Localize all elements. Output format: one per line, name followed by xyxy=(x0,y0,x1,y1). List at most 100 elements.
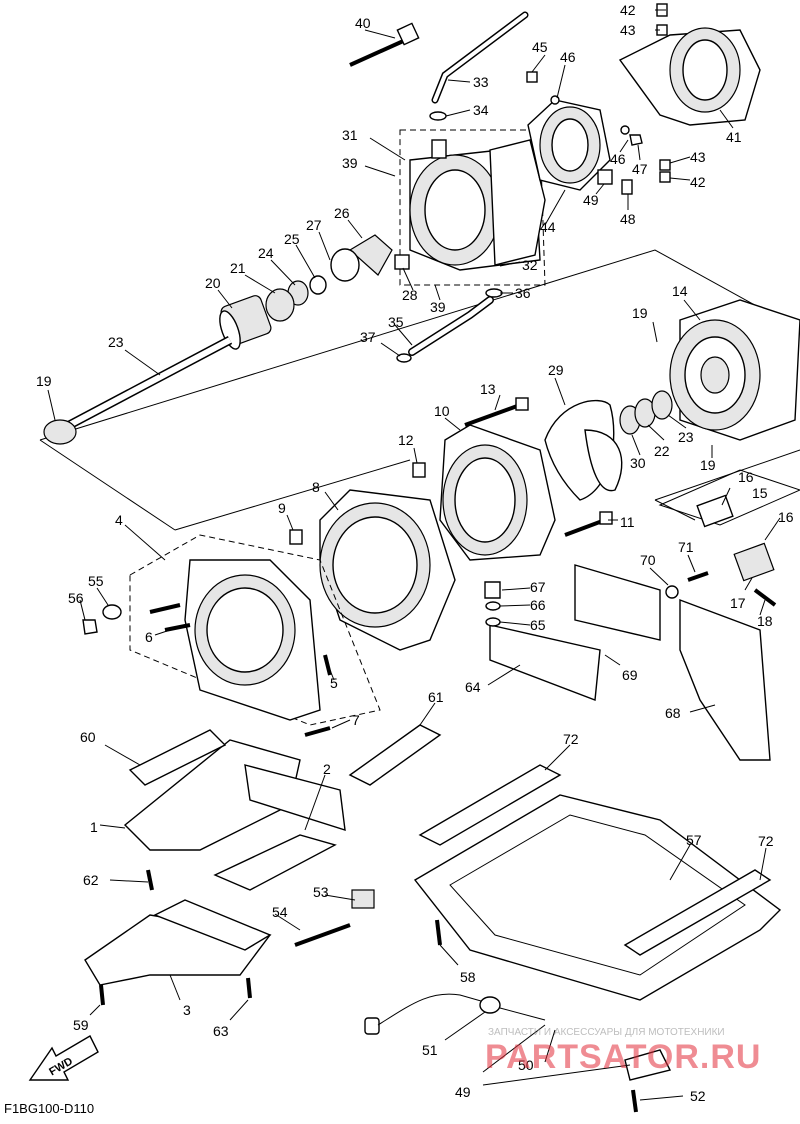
fwd-arrow-icon: FWD xyxy=(28,1035,99,1081)
callout-42: 42 xyxy=(620,2,636,18)
callout-46b: 46 xyxy=(610,151,626,167)
pump-housing-14 xyxy=(669,299,800,441)
callout-11: 11 xyxy=(620,514,635,530)
watermark-brand: PARTSATOR.RU xyxy=(485,1038,761,1076)
callout-43b: 43 xyxy=(690,149,706,165)
callout-33: 31 xyxy=(342,127,358,143)
callout-58: 57 xyxy=(686,832,702,848)
callout-7: 7 xyxy=(352,712,360,728)
callout-62: 62 xyxy=(83,872,99,888)
callout-23: 22 xyxy=(654,443,670,459)
bracket-64 xyxy=(484,581,601,701)
impeller-31 xyxy=(544,399,623,501)
grate-2 xyxy=(213,834,337,891)
callout-59: 58 xyxy=(460,969,476,985)
callout-16b: 16 xyxy=(778,509,794,525)
callout-56: 55 xyxy=(88,573,104,589)
housing-10 xyxy=(439,424,556,561)
callout-42b: 42 xyxy=(690,174,706,190)
callout-40: 40 xyxy=(355,15,371,31)
callout-71: 71 xyxy=(678,539,694,555)
callout-10: 10 xyxy=(434,403,450,419)
callout-41: 41 xyxy=(726,129,742,145)
callout-64: 64 xyxy=(465,679,481,695)
parts-15-18 xyxy=(658,469,800,607)
collars xyxy=(619,390,673,435)
callout-20: 19 xyxy=(36,373,52,389)
callout-14: 14 xyxy=(672,283,688,299)
leader-lines xyxy=(47,9,781,1101)
callout-38: 36 xyxy=(515,285,531,301)
callout-68: 68 xyxy=(665,705,681,721)
clamp-36 xyxy=(429,111,447,121)
callout-45: 45 xyxy=(532,39,548,55)
callout-6: 6 xyxy=(145,629,153,645)
callout-53: 52 xyxy=(690,1088,706,1104)
callout-5: 5 xyxy=(330,675,338,691)
intake-3 xyxy=(84,899,272,986)
callout-60: 59 xyxy=(73,1017,89,1033)
bolt-11 xyxy=(564,511,613,537)
callout-43: 43 xyxy=(620,22,636,38)
callout-67: 67 xyxy=(530,579,546,595)
callout-18: 18 xyxy=(757,613,773,629)
callout-72b: 72 xyxy=(758,833,774,849)
callout-63: 63 xyxy=(213,1023,229,1039)
callout-54: 53 xyxy=(313,884,329,900)
pump-housing-group xyxy=(399,129,546,286)
seal-group-28 xyxy=(265,234,410,322)
speed-sensor-assembly xyxy=(364,993,672,1113)
callout-26: 24 xyxy=(258,245,274,261)
callout-51: 50 xyxy=(518,1057,534,1073)
plate-61 xyxy=(348,724,442,786)
callout-32: 30 xyxy=(630,455,646,471)
callout-38b: 37 xyxy=(360,329,376,345)
callout-19: 19 xyxy=(632,305,648,321)
bolt-13 xyxy=(464,397,529,427)
callout-48: 48 xyxy=(620,211,636,227)
callout-36: 34 xyxy=(473,102,489,118)
callout-9: 9 xyxy=(278,500,286,516)
callout-65: 65 xyxy=(530,617,546,633)
callout-16: 16 xyxy=(738,469,754,485)
callout-25: 23 xyxy=(108,334,124,350)
callout-3: 3 xyxy=(183,1002,191,1018)
callout-49: 49 xyxy=(583,192,599,208)
callout-72: 72 xyxy=(563,731,579,747)
callout-4: 4 xyxy=(115,512,123,528)
callout-1: 1 xyxy=(90,819,98,835)
callout-15: 15 xyxy=(752,485,768,501)
nozzle-44 xyxy=(527,99,611,191)
diagram-code: F1BG100-D110 xyxy=(4,1101,94,1116)
nozzle-hardware xyxy=(526,71,671,195)
callout-46: 46 xyxy=(560,49,576,65)
callout-61: 60 xyxy=(80,729,96,745)
callout-17: 17 xyxy=(730,595,746,611)
callout-30: 28 xyxy=(402,287,418,303)
callout-39: 39 xyxy=(342,155,358,171)
intake-plate-4 xyxy=(129,534,381,726)
callout-61b: 61 xyxy=(428,689,444,705)
callout-22: 21 xyxy=(230,260,246,276)
duct-8 xyxy=(319,489,456,651)
callout-69: 69 xyxy=(622,667,638,683)
plate-69 xyxy=(574,564,709,641)
callout-29: 27 xyxy=(306,217,322,233)
intake-hardware xyxy=(82,603,332,737)
intake-grate-1 xyxy=(123,729,346,851)
callout-44: 44 xyxy=(540,219,556,235)
callout-labels: 40 33 34 31 39 45 46 42 43 41 43 42 46 4… xyxy=(36,2,794,1104)
callout-12: 12 xyxy=(398,432,414,448)
callout-52: 51 xyxy=(422,1042,438,1058)
nozzle-cover-41 xyxy=(618,3,761,126)
callout-34: 32 xyxy=(522,257,538,273)
watermark-caption: ЗАПЧАСТИ И АКСЕССУАРЫ ДЛЯ МОТОТЕХНИКИ xyxy=(488,1027,725,1038)
callout-21: 20 xyxy=(205,275,221,291)
callout-37: 35 xyxy=(388,314,404,330)
sleeve-21 xyxy=(219,295,272,350)
callout-13: 13 xyxy=(480,381,496,397)
drive-shaft-25 xyxy=(43,336,233,445)
plate-68 xyxy=(679,598,771,761)
callout-27: 25 xyxy=(284,231,300,247)
callout-8: 8 xyxy=(312,479,320,495)
